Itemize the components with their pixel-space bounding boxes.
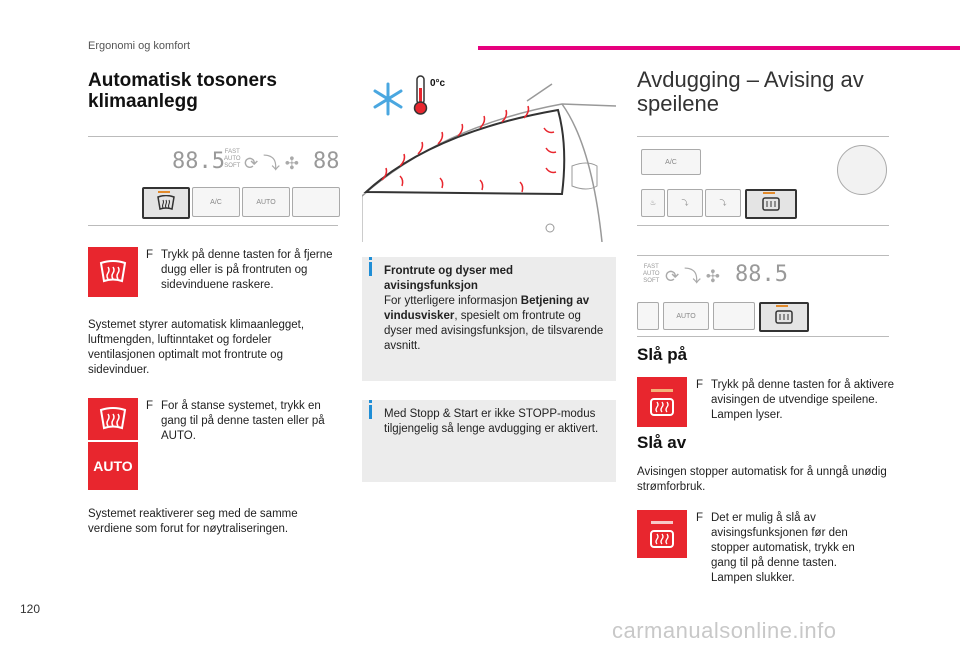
windscreen-defrost-icon <box>157 195 175 210</box>
bullet-mark: F <box>696 512 704 524</box>
seat-button-right: ⤵ <box>705 189 741 217</box>
bullet-stop: F For å stanse systemet, trykk en gang t… <box>146 399 338 444</box>
ac-button: A/C <box>192 187 240 217</box>
blank-button <box>713 302 755 330</box>
lamp-off-indicator <box>651 520 673 524</box>
mirror-defrost-icon-box-off <box>637 510 687 558</box>
defrost-led <box>158 191 170 193</box>
mirror-defrost-icon-box-on <box>637 377 687 427</box>
bullet-text: Trykk på denne tasten for å fjerne dugg … <box>161 249 333 291</box>
bullet-mark: F <box>696 379 704 391</box>
blank-button <box>292 187 340 217</box>
seat-button-left: ⤵ <box>667 189 703 217</box>
info-body: For ytterligere informasjon Betjening av… <box>384 294 606 354</box>
watermark: carmanualsonline.info <box>612 618 837 643</box>
heat-waves <box>381 105 557 193</box>
lcd-right: 88 <box>313 149 340 174</box>
defrost-icon-box-2 <box>88 398 138 440</box>
col3-title: Avdugging – Avising av speilene <box>637 68 897 116</box>
info-icon <box>369 257 372 276</box>
bullet-text: Trykk på denne tasten for å aktivere avi… <box>711 379 895 421</box>
auto-icon-box: AUTO <box>88 442 138 490</box>
info-box-text: Med Stopp & Start er ikke STOPP-modus ti… <box>384 408 599 435</box>
info-box-frontrute: Frontrute og dyser med avisingsfunksjon … <box>362 257 616 381</box>
lcd-display: 88.5 <box>735 262 788 287</box>
col1-title: Automatisk tosoners klimaanlegg <box>88 70 338 112</box>
soft-label: SOFT <box>224 163 241 169</box>
mirror-defrost-button <box>759 302 809 332</box>
auto-button: AUTO <box>242 187 290 217</box>
auto-button: AUTO <box>663 302 709 330</box>
windscreen-illustration: 0°c <box>361 66 617 243</box>
info-text-bold: Betjening av vindusvisker <box>384 295 590 322</box>
mirror-panel-illustration-1: A/C ♨ ⤵ ⤵ <box>637 136 889 226</box>
soft-label: SOFT <box>643 278 660 284</box>
rear-defrost-icon <box>775 310 793 324</box>
mirror-led <box>776 305 788 307</box>
rear-defrost-icon <box>762 197 780 211</box>
info-icon <box>369 400 372 419</box>
climate-panel-illustration: 88.5 FAST AUTO SOFT ⟳ ⤵ ✣ 88 A/C AUTO <box>88 136 340 226</box>
title-line-2: speilene <box>637 91 719 116</box>
airflow-icons: ⟳ ⤵ ✣ <box>665 267 720 286</box>
paragraph-off: Avisingen stopper automatisk for å unngå… <box>637 466 887 493</box>
rotary-knob <box>837 145 887 195</box>
defrost-icon-box <box>88 247 138 297</box>
auto-label: AUTO <box>643 271 660 277</box>
thermometer-icon <box>413 75 428 115</box>
mirror-led <box>763 192 775 194</box>
snowflake-icon <box>373 82 403 116</box>
bullet-text: For å stanse systemet, trykk en gang til… <box>161 400 325 442</box>
section-header: Ergonomi og komfort <box>88 40 191 52</box>
info-text-pre: For ytterligere informasjon <box>384 295 521 307</box>
heading-sla-pa: Slå på <box>637 345 688 364</box>
bullet-defrost: F Trykk på denne tasten for å fjerne dug… <box>146 248 338 293</box>
paragraph-reactivate: Systemet reaktiverer seg med de samme ve… <box>88 508 298 535</box>
bullet-on: F Trykk på denne tasten for å aktivere a… <box>696 378 896 423</box>
temperature-label: 0°c <box>430 78 446 89</box>
fast-label: FAST <box>224 149 240 155</box>
bullet-text: Det er mulig å slå av avisingsfunksjonen… <box>711 512 855 584</box>
page-number: 120 <box>20 602 41 616</box>
fan-mode-labels: FAST AUTO SOFT <box>224 149 241 170</box>
partial-button <box>637 302 659 330</box>
paragraph-system: Systemet styrer automatisk klimaanlegget… <box>88 319 305 376</box>
ac-button: A/C <box>641 149 701 175</box>
windscreen-defrost-icon <box>99 407 127 430</box>
info-box-stop-start: Med Stopp & Start er ikke STOPP-modus ti… <box>362 400 616 482</box>
lcd-left: 88.5 <box>172 149 225 174</box>
windscreen-defrost-icon <box>99 260 127 283</box>
bullet-mark: F <box>146 249 154 261</box>
airflow-icons: ⟳ ⤵ ✣ <box>244 154 299 173</box>
auto-label: AUTO <box>224 156 241 162</box>
mirror-panel-illustration-2: FAST AUTO SOFT ⟳ ⤵ ✣ 88.5 AUTO <box>637 255 889 337</box>
lamp-on-indicator <box>651 388 673 392</box>
fan-mode-labels: FAST AUTO SOFT <box>643 264 660 285</box>
header-accent-bar <box>478 46 960 50</box>
mirror-defrost-button <box>745 189 797 219</box>
bullet-off: F Det er mulig å slå av avisingsfunksjon… <box>696 511 871 586</box>
seat-heat-button: ♨ <box>641 189 665 217</box>
bullet-mark: F <box>146 400 154 412</box>
rear-defrost-icon <box>650 529 674 548</box>
info-text-post: , spesielt om frontrute og dyser med avi… <box>384 310 604 352</box>
heading-sla-av: Slå av <box>637 433 687 452</box>
info-title: Frontrute og dyser med avisingsfunksjon <box>384 265 514 292</box>
fast-label: FAST <box>643 264 659 270</box>
title-line-2: klimaanlegg <box>88 91 198 112</box>
windscreen-defrost-diagram <box>361 75 617 243</box>
info-box-content: Frontrute og dyser med avisingsfunksjon … <box>384 264 606 354</box>
title-line-1: Automatisk tosoners <box>88 70 277 91</box>
rear-defrost-icon <box>650 397 674 416</box>
title-line-1: Avdugging – Avising av <box>637 67 864 92</box>
